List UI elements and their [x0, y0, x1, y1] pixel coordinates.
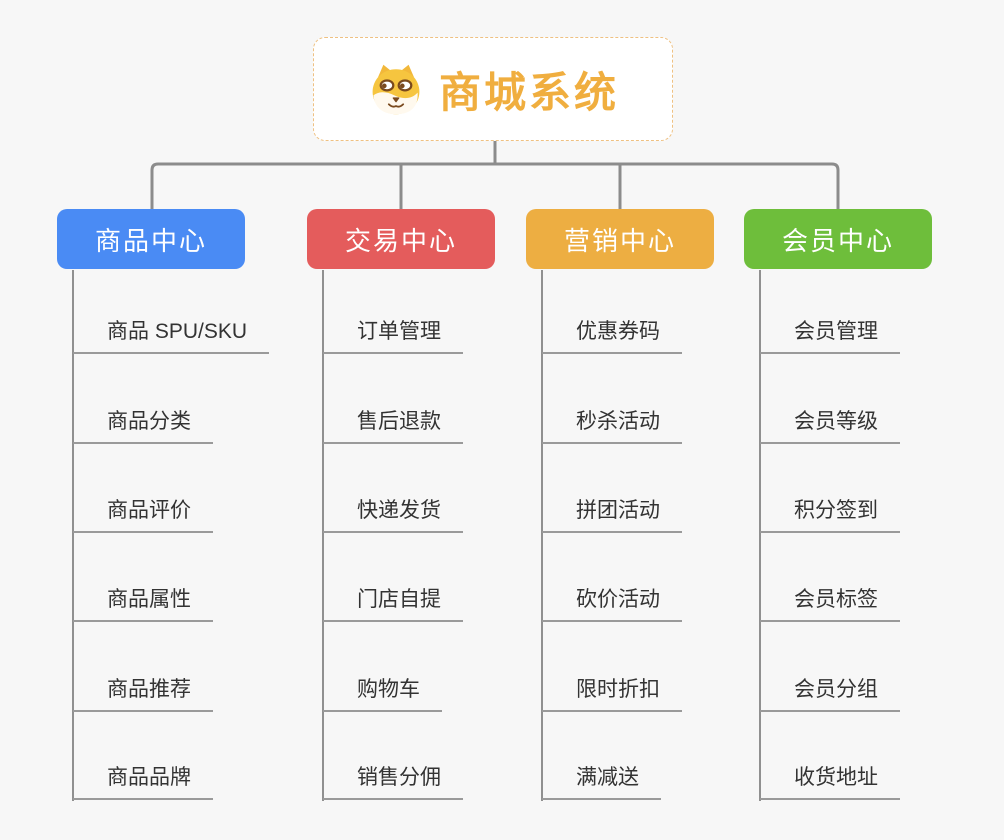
branch-marketing-center[interactable]: 营销中心	[526, 209, 714, 269]
leaf-topic[interactable]: 商品评价	[73, 494, 213, 533]
leaf-topic[interactable]: 商品推荐	[73, 673, 213, 712]
leaf-topic[interactable]: 商品品牌	[73, 761, 213, 800]
leaf-topic[interactable]: 积分签到	[760, 494, 900, 533]
leaf-topic[interactable]: 订单管理	[323, 315, 463, 354]
leaf-topic[interactable]: 商品 SPU/SKU	[73, 315, 270, 354]
branch-product-center[interactable]: 商品中心	[57, 209, 245, 269]
leaf-topic[interactable]: 会员分组	[760, 673, 900, 712]
leaf-topic[interactable]: 门店自提	[323, 583, 463, 622]
root-topic[interactable]: 商城系统	[313, 37, 673, 141]
leaf-topic[interactable]: 限时折扣	[542, 673, 682, 712]
leaf-topic[interactable]: 商品属性	[73, 583, 213, 622]
leaf-topic[interactable]: 销售分佣	[323, 761, 463, 800]
leaf-topic[interactable]: 优惠券码	[542, 315, 682, 354]
leaf-topic[interactable]: 收货地址	[760, 761, 900, 800]
leaf-topic[interactable]: 会员等级	[760, 405, 900, 444]
leaf-topic[interactable]: 会员管理	[760, 315, 900, 354]
leaf-topic[interactable]: 会员标签	[760, 583, 900, 622]
shiba-dog-icon	[372, 64, 420, 115]
leaf-topic[interactable]: 拼团活动	[542, 494, 682, 533]
leaf-topic[interactable]: 商品分类	[73, 405, 213, 444]
leaf-topic[interactable]: 购物车	[323, 673, 442, 712]
branch-trade-center[interactable]: 交易中心	[307, 209, 495, 269]
root-title: 商城系统	[438, 68, 619, 116]
leaf-topic[interactable]: 满减送	[542, 761, 661, 800]
leaf-topic[interactable]: 售后退款	[323, 405, 463, 444]
leaf-topic[interactable]: 秒杀活动	[542, 405, 682, 444]
branch-member-center[interactable]: 会员中心	[744, 209, 932, 269]
leaf-topic[interactable]: 砍价活动	[542, 583, 682, 622]
leaf-topic[interactable]: 快递发货	[323, 494, 463, 533]
